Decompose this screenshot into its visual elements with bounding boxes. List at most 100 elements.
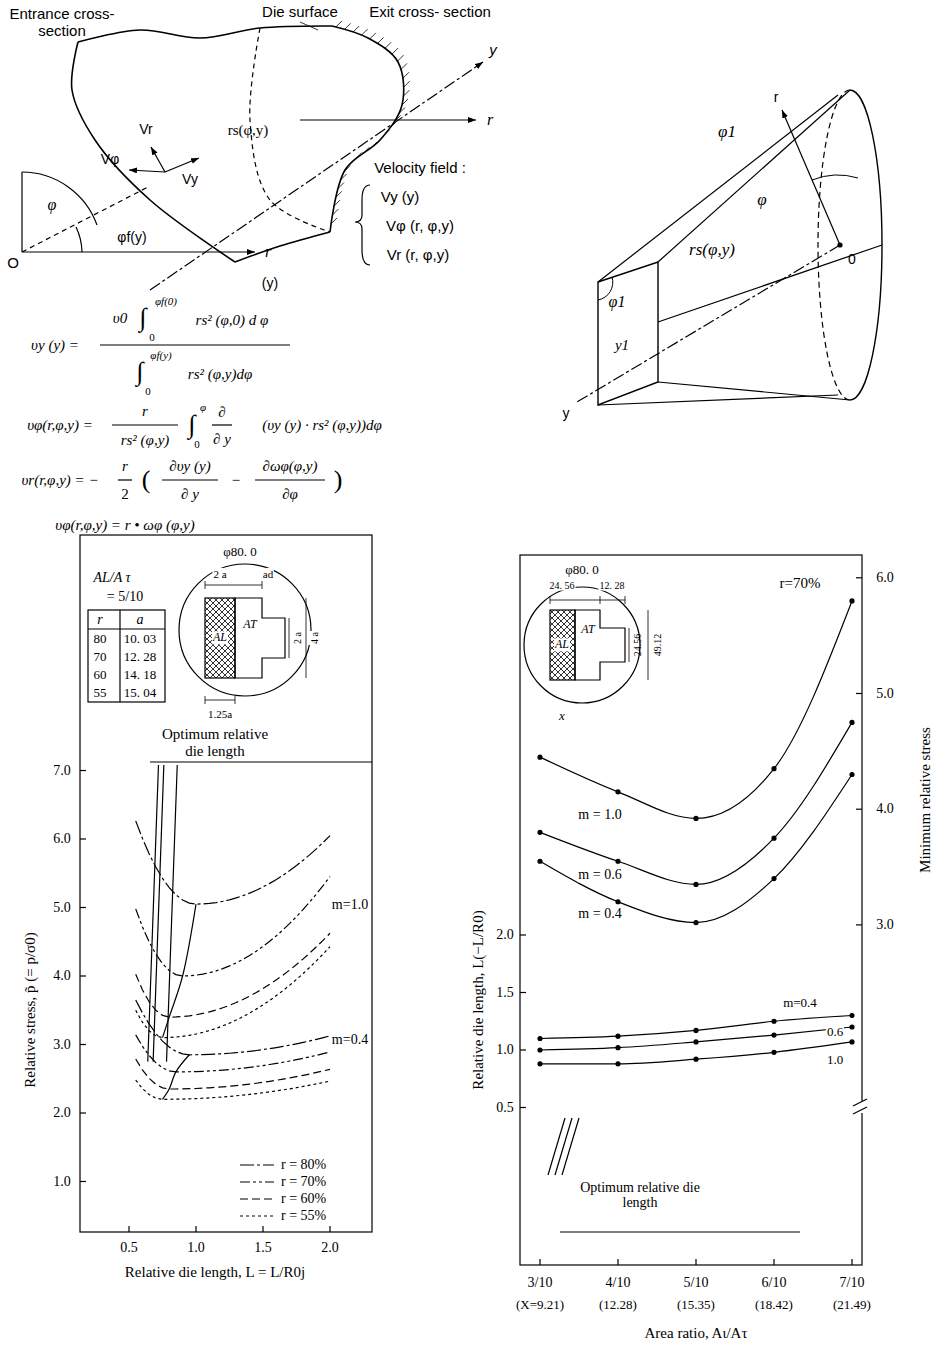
tick (773, 1259, 774, 1265)
text-label: m=0.4 (331, 1032, 369, 1047)
line-art (22, 21, 882, 1265)
text-label: 0 (148, 331, 156, 343)
inset-table (88, 610, 165, 702)
text-label: rs² (φ,y)dφ (187, 366, 253, 383)
text-label: m=1.0 (331, 897, 369, 912)
die-line (598, 95, 838, 282)
text-label: Velocity field : (373, 160, 467, 177)
tick (856, 577, 862, 578)
text-label: φf(0) (154, 295, 178, 307)
billet-circle (524, 587, 640, 703)
hatched-section (550, 610, 575, 680)
optimum-line (560, 1231, 800, 1232)
legend-text: r = 60% (280, 1191, 327, 1206)
text-label: (15.35) (676, 1298, 716, 1312)
data-point (772, 767, 776, 771)
text-label: r (486, 111, 494, 129)
legend-text: r = 55% (280, 1208, 327, 1223)
text-label: rs(φ,y) (227, 122, 270, 139)
velocity-vector (129, 170, 165, 172)
hatch (353, 26, 359, 32)
hatch (378, 136, 384, 142)
t-section (235, 598, 285, 678)
text-label: υφ(r,φ,y) = r • ωφ (φ,y) (54, 517, 195, 534)
text-label: Vy (181, 172, 199, 187)
data-point (538, 830, 542, 834)
dimension (205, 696, 206, 704)
hatch (334, 200, 340, 206)
optimum-line (163, 904, 197, 1038)
text-label: rs² (φ,y) (120, 432, 171, 449)
text-label: ∫ (187, 411, 196, 440)
text-label: AL/A τ (92, 570, 131, 585)
hatch (336, 191, 342, 197)
fraction-bar (112, 424, 178, 425)
die-line (658, 382, 850, 400)
tick (80, 975, 86, 976)
legend-sample (240, 1215, 274, 1216)
text-label: m=0.4 (782, 996, 818, 1010)
text-label: ∂ y (180, 486, 200, 503)
hatch (362, 29, 368, 35)
text-label: φ80. 0 (222, 545, 258, 559)
text-label: Optimum relative die length (152, 726, 279, 759)
data-point (850, 1025, 854, 1029)
text-label: 2 (120, 486, 130, 503)
length-curve (540, 1016, 852, 1039)
tick (80, 1112, 86, 1113)
text-label: 2 a (212, 568, 227, 580)
text-label: 1.0 (495, 1042, 515, 1057)
dimension (550, 600, 625, 601)
data-point (616, 900, 620, 904)
data-point (772, 836, 776, 840)
exit-circle-hidden (818, 90, 850, 400)
text-label: 6/10 (761, 1275, 788, 1290)
data-point (538, 1048, 542, 1052)
stress-curve (136, 1059, 330, 1089)
hatch (398, 55, 404, 61)
stress-curve (136, 933, 330, 1017)
data-point (538, 1062, 542, 1066)
text-label: Area ratio, Aι/Aτ (644, 1325, 749, 1342)
text-label: 1.25a (207, 708, 233, 720)
tick (80, 770, 86, 771)
text-label: r (141, 403, 149, 420)
text-label: 4 a (309, 631, 320, 645)
text-label: x (558, 709, 566, 723)
die-surface (78, 26, 332, 42)
text-label: 6.0 (875, 570, 895, 585)
text-label: r (773, 90, 780, 105)
text-label: 1.5 (495, 985, 515, 1000)
text-label: 0 (847, 252, 857, 267)
entrance-square (598, 262, 658, 405)
y-axis (577, 245, 840, 402)
optimum-line (150, 761, 372, 762)
tick (80, 1044, 86, 1045)
hatch (385, 42, 391, 48)
text-label: φ (756, 191, 767, 210)
tick (539, 1259, 540, 1265)
text-label: AT (580, 623, 596, 636)
tick (329, 1226, 330, 1232)
tick (80, 907, 86, 908)
hatch (356, 152, 362, 158)
data-point (616, 1062, 620, 1066)
fraction-bar (255, 479, 325, 480)
text-label: Die surface (261, 4, 339, 21)
hatch (344, 166, 350, 172)
text-label: Vr (138, 122, 153, 137)
tick (856, 693, 862, 694)
stress-curve (136, 821, 330, 904)
leader (300, 22, 318, 30)
phi-f-arc (76, 227, 82, 252)
table-rule (88, 628, 165, 629)
optimum-line (153, 765, 164, 1062)
hatched-section (205, 598, 235, 678)
data-point (616, 1046, 620, 1050)
legend-sample (240, 1198, 274, 1199)
tick (617, 1259, 618, 1265)
text-label: Entrance cross- section (1, 6, 123, 39)
data-point (772, 1033, 776, 1037)
text-label: 55 (93, 686, 108, 700)
phi-arc (22, 172, 97, 225)
